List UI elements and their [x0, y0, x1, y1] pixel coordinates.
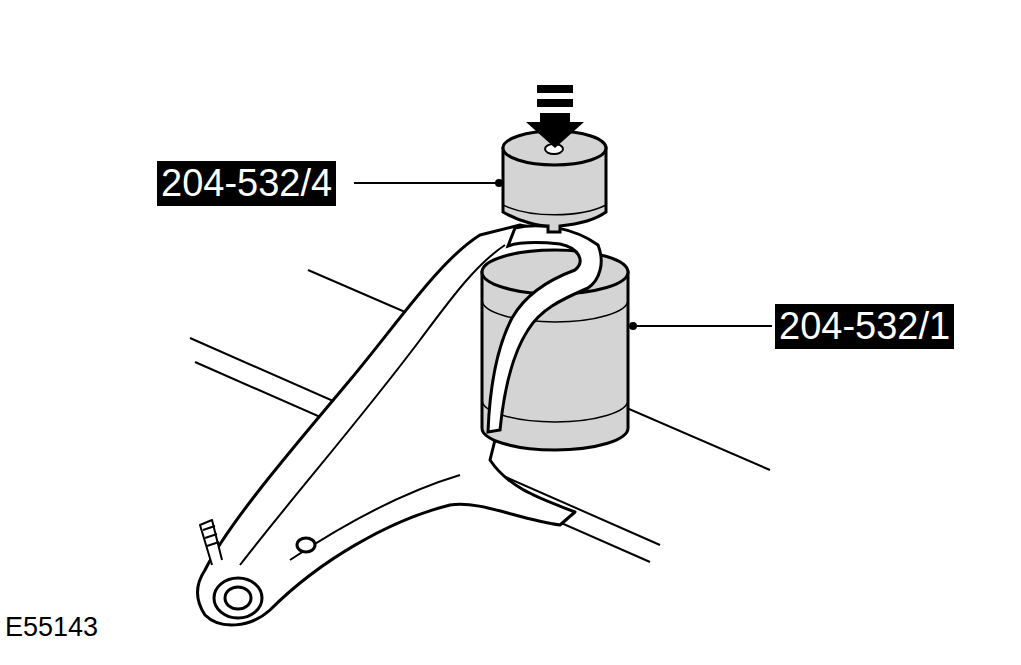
leader-dots [495, 179, 637, 330]
tool-label-box: 204-532/1 [775, 304, 954, 349]
tool-number: 204-532/4 [161, 162, 332, 204]
tool-number: 204-532/1 [779, 305, 950, 347]
arm-bushing-eye [488, 226, 601, 432]
leader-lines [354, 183, 772, 326]
press-arrow [526, 85, 584, 148]
tool-label-box: 204-532/4 [157, 161, 336, 206]
figure-code: E55143 [5, 612, 98, 642]
